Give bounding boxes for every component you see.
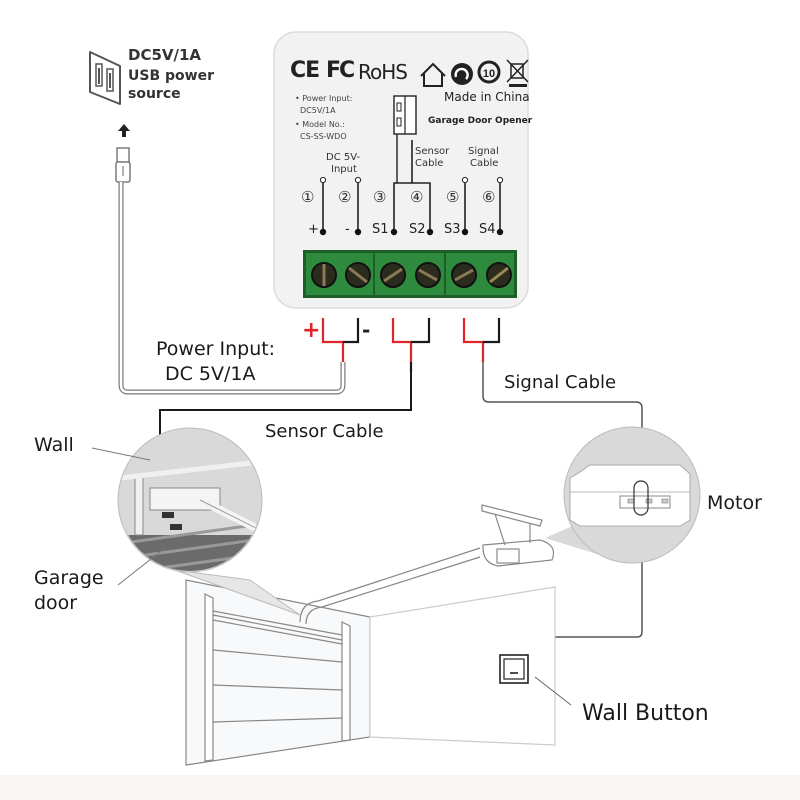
bottom-band [0, 775, 800, 800]
cert-rohs: RoHS [358, 60, 408, 84]
group-dc-input-2: Input [331, 164, 357, 175]
usb-source-line2: USB power [128, 68, 214, 84]
recycle-icon [451, 63, 473, 85]
arrow-up-icon [118, 124, 130, 137]
sensor-zoom-circle [117, 427, 301, 616]
terminal-number-4: ④ [410, 188, 424, 206]
terminal-number-6: ⑥ [482, 188, 496, 206]
terminal-label-s2: S2 [409, 222, 426, 237]
terminal-label-s4: S4 [479, 222, 496, 237]
terminal-leads [319, 140, 504, 230]
power-input-value: DC 5V/1A [165, 363, 256, 385]
signal-cable [482, 362, 643, 655]
weee-bin-icon [506, 59, 529, 87]
terminal-screw [345, 262, 371, 288]
terminal-screw [451, 262, 477, 288]
terminal-label-s3: S3 [444, 222, 461, 237]
made-in-label: Made in China [444, 90, 530, 104]
terminal-number-1: ① [301, 188, 315, 206]
usb-plug-icon [115, 147, 131, 183]
terminal-number-3: ③ [373, 188, 387, 206]
garage-scene [185, 504, 556, 766]
power-input-spec-value: DC5V/1A [300, 106, 336, 115]
terminal-number-5: ⑤ [446, 188, 460, 206]
terminal-screw [380, 262, 406, 288]
cert-ce: CE [290, 58, 320, 83]
sensor-cable-label: Sensor Cable [265, 421, 384, 442]
model-spec-label: • Model No.: [295, 120, 345, 129]
sensor-wire-pair [391, 318, 431, 372]
terminal-screw [486, 262, 512, 288]
terminal-number-2: ② [338, 188, 352, 206]
usb-source-line1: DC5V/1A [128, 46, 202, 64]
svg-text:10: 10 [483, 68, 495, 80]
terminal-label-s1: S1 [372, 222, 389, 237]
model-spec-value: CS-SS-WDO [300, 132, 347, 141]
usb-outlet-icon [89, 51, 121, 105]
signal-cable-label: Signal Cable [504, 372, 617, 393]
wall-button-leader [534, 676, 572, 706]
device-body [273, 31, 529, 309]
wall-button-label: Wall Button [582, 701, 709, 726]
garage-door-leader [117, 547, 166, 586]
terminal-label-plus: + [308, 222, 319, 237]
group-signal-1: Signal [468, 146, 499, 157]
product-name: Garage Door Opener [428, 116, 533, 126]
door-sensor-icon [393, 95, 417, 183]
signal-wire-pair [462, 318, 501, 362]
home-icon [420, 62, 446, 87]
power-input-label: Power Input: [156, 338, 276, 360]
power-input-spec-label: • Power Input: [295, 94, 353, 103]
wall-leader [91, 447, 151, 461]
terminal-screws [311, 262, 512, 288]
cert-fcc: FC [326, 58, 355, 83]
terminal-screw [415, 262, 441, 288]
wall-label: Wall [34, 434, 74, 456]
usb-source-line3: source [128, 86, 181, 102]
terminal-dots [319, 228, 504, 236]
garage-door-label-1: Garage [34, 567, 104, 589]
motor-label: Motor [707, 492, 762, 514]
group-dc-input-1: DC 5V- [326, 152, 361, 163]
motor-zoom-circle [545, 426, 701, 564]
garage-door-label-2: door [34, 592, 78, 614]
polarity-plus: + [302, 318, 321, 343]
group-sensor-2: Cable [415, 158, 444, 169]
terminal-screw [311, 262, 337, 288]
wall-button-icon [499, 654, 529, 684]
terminal-label-minus: - [345, 222, 350, 237]
group-signal-2: Cable [470, 158, 499, 169]
epup-10-icon: 10 [477, 60, 501, 84]
power-wire-pair [321, 318, 360, 362]
polarity-minus: - [362, 318, 371, 342]
group-sensor-1: Sensor [415, 146, 450, 157]
